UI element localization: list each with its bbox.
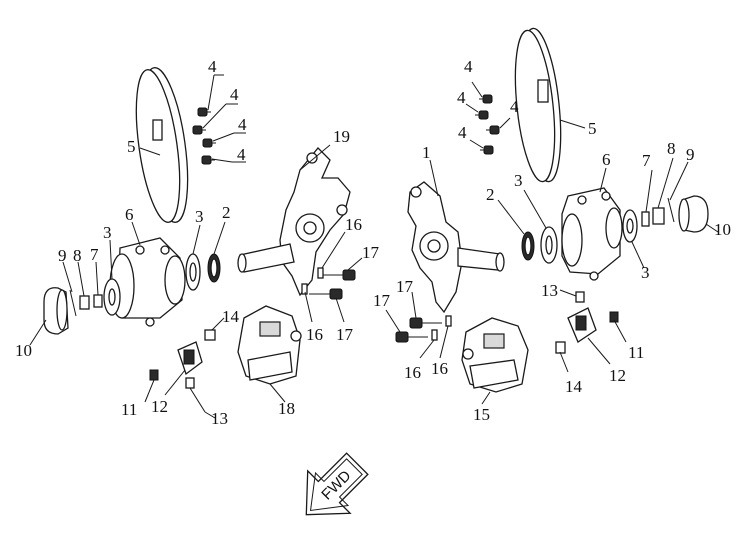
- callout-left-7: 7: [90, 245, 99, 264]
- callout-right-7: 7: [642, 151, 651, 170]
- callout-right-4d: 4: [458, 123, 467, 142]
- callout-right-13: 13: [541, 281, 558, 300]
- callout-left-5: 5: [127, 137, 136, 156]
- callout-left-3a: 3: [195, 207, 204, 226]
- callout-right-14: 14: [565, 377, 583, 396]
- callout-right-8: 8: [667, 139, 676, 158]
- callout-right-4a: 4: [464, 57, 473, 76]
- left-brake-disc: [135, 67, 189, 223]
- right-brake-pad-set: [555, 291, 619, 354]
- callout-left-6: 6: [125, 205, 134, 224]
- callout-left-16b: 16: [306, 325, 323, 344]
- callout-right-3b: 3: [641, 263, 650, 282]
- right-brake-disc: [514, 27, 562, 183]
- left-disc-bolts: [192, 74, 246, 165]
- left-dust-cap: [43, 287, 69, 335]
- right-leader-lines: [385, 119, 719, 405]
- callout-right-2: 2: [486, 185, 495, 204]
- callout-left-17b: 17: [336, 325, 354, 344]
- right-castle-nut: [652, 207, 665, 225]
- callout-right-15: 15: [473, 405, 490, 424]
- callout-right-1: 1: [422, 143, 431, 162]
- right-wheel-hub: [561, 187, 623, 281]
- callout-left-12: 12: [151, 397, 168, 416]
- callout-left-4a: 4: [208, 57, 217, 76]
- callout-left-4d: 4: [237, 145, 246, 164]
- right-disc-bolts: [465, 81, 511, 155]
- callout-left-10: 10: [15, 341, 32, 360]
- left-assembly: 4 4 4 4 5 19 6 3 2 16 17 9 8 7 3 10 14 1…: [15, 57, 380, 428]
- forward-direction-arrow: FWD: [305, 452, 369, 516]
- left-cotter-pin: [69, 289, 77, 317]
- right-dust-cap: [678, 195, 709, 233]
- right-steering-knuckle: [407, 181, 505, 314]
- left-washer: [93, 294, 103, 308]
- left-brake-caliper: [237, 305, 302, 385]
- callout-right-4b: 4: [457, 88, 466, 107]
- callout-right-16a: 16: [404, 363, 421, 382]
- left-leader-lines: [29, 144, 363, 419]
- left-steering-knuckle: [237, 147, 351, 297]
- callout-right-16b: 16: [431, 359, 448, 378]
- right-caliper-bolts: [395, 315, 452, 343]
- callout-right-17b: 17: [373, 291, 391, 310]
- callout-left-3b: 3: [103, 223, 112, 242]
- callout-right-10: 10: [714, 220, 731, 239]
- callout-left-11: 11: [121, 400, 137, 419]
- callout-left-13: 13: [211, 409, 228, 428]
- callout-right-9: 9: [686, 145, 695, 164]
- right-assembly: 4 4 4 4 5 1 2 3 6 7 8 9 10 3 13 17 17 16…: [373, 27, 731, 424]
- callout-left-4c: 4: [238, 115, 247, 134]
- left-caliper-bolts: [301, 267, 356, 300]
- right-cotter-pin: [667, 197, 675, 223]
- callout-left-19: 19: [333, 127, 350, 146]
- callout-left-2: 2: [222, 203, 231, 222]
- left-brake-pad-set: [149, 329, 216, 389]
- left-wheel-hub: [109, 237, 186, 327]
- callout-right-5: 5: [588, 119, 597, 138]
- callout-right-11: 11: [628, 343, 644, 362]
- callout-left-9: 9: [58, 246, 67, 265]
- callout-left-14: 14: [222, 307, 240, 326]
- callout-right-6: 6: [602, 150, 611, 169]
- callout-right-4c: 4: [510, 97, 519, 116]
- left-castle-nut: [79, 295, 90, 310]
- callout-right-3a: 3: [514, 171, 523, 190]
- callout-right-17a: 17: [396, 277, 414, 296]
- callout-left-8: 8: [73, 246, 82, 265]
- callout-right-12: 12: [609, 366, 626, 385]
- callout-left-18: 18: [278, 399, 295, 418]
- callout-left-16: 16: [345, 215, 362, 234]
- callout-left-17a: 17: [362, 243, 380, 262]
- right-washer: [641, 211, 650, 227]
- right-brake-caliper: [461, 317, 529, 393]
- callout-left-4b: 4: [230, 85, 239, 104]
